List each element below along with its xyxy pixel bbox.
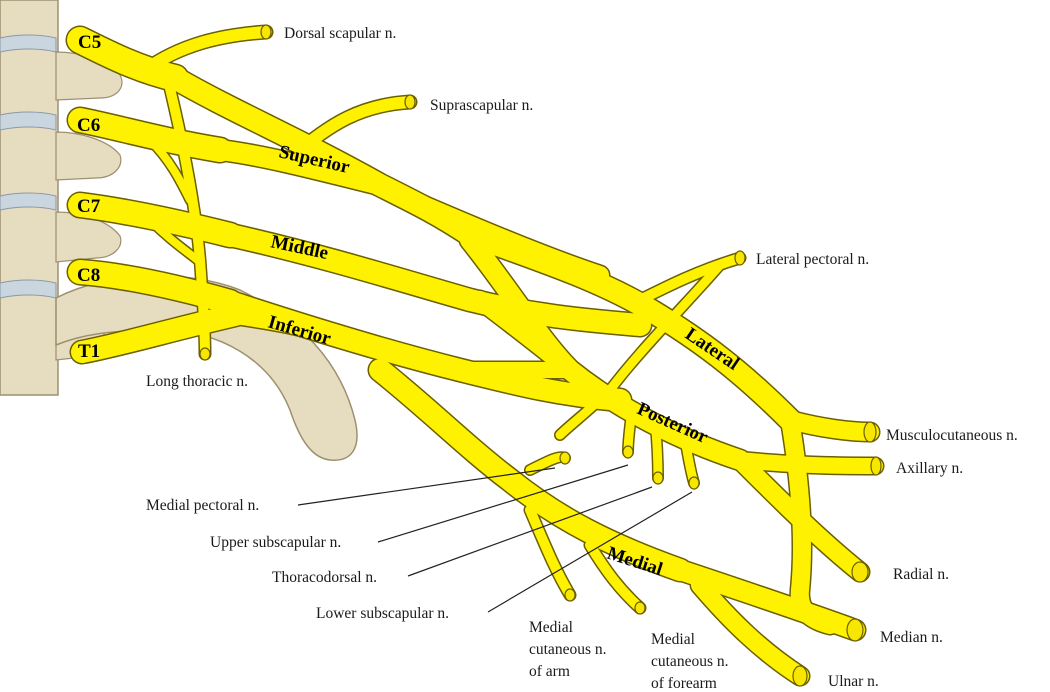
medial-pectoral-end — [559, 451, 571, 465]
median-lateral-root — [781, 411, 839, 634]
long-thoracic-c6 — [146, 136, 194, 204]
label-medial-pectoral: Medial pectoral n. — [146, 497, 259, 514]
leader-lower-subscapular — [487, 491, 693, 613]
long-thoracic-nerve — [163, 75, 210, 359]
musculocutaneous-end — [863, 421, 877, 443]
root-c6 — [68, 108, 232, 162]
label-upper-subscapular: Upper subscapular n. — [210, 534, 341, 551]
root-c8 — [68, 260, 242, 314]
lower-subscapular-end — [688, 476, 700, 490]
root-label-c8: C8 — [77, 265, 100, 286]
leader-thoracodorsal — [407, 486, 653, 577]
label-lower-subscapular: Lower subscapular n. — [316, 605, 449, 622]
label-radial: Radial n. — [893, 566, 949, 583]
label-thoracodorsal: Thoracodorsal n. — [272, 569, 377, 586]
leader-upper-subscapular — [377, 464, 629, 543]
branch-labels: Dorsal scapular n. Suprascapular n. Late… — [146, 25, 1018, 692]
upper-subscapular-end — [622, 445, 634, 459]
root-label-c7: C7 — [77, 196, 101, 217]
label-dorsal-scapular: Dorsal scapular n. — [284, 25, 396, 42]
radial-end — [851, 561, 869, 583]
t1-join — [226, 306, 339, 344]
long-thoracic-c7 — [146, 216, 204, 266]
suprascapular-nerve — [294, 96, 416, 156]
dorsal-scapular-end — [260, 24, 272, 40]
label-musculocutaneous: Musculocutaneous n. — [886, 427, 1018, 444]
lateral-pectoral-nerve — [635, 253, 745, 305]
root-labels: C5 C6 C7 C8 T1 — [77, 32, 101, 362]
axillary-end — [870, 456, 882, 476]
medial-cut-forearm-end — [634, 601, 646, 615]
long-thoracic-end — [199, 347, 211, 361]
medial-cut-arm-nerve — [525, 505, 575, 600]
root-c5 — [67, 27, 188, 91]
lateral-pectoral-end — [734, 250, 746, 266]
transverse-process-2 — [55, 131, 122, 181]
label-axillary: Axillary n. — [896, 460, 963, 477]
label-medial-cutaneous-arm-line2: cutaneous n. — [529, 641, 606, 658]
label-medial-cutaneous-forearm-line2: cutaneous n. — [651, 653, 728, 670]
ulnar-nerve — [691, 576, 809, 685]
leader-medial-pectoral — [297, 467, 556, 506]
label-medial-cutaneous-arm-line3: of arm — [529, 663, 570, 680]
nerve-network — [65, 24, 885, 687]
disc-2 — [0, 111, 57, 131]
label-long-thoracic: Long thoracic n. — [146, 373, 248, 390]
label-median: Median n. — [880, 629, 943, 646]
lateral-pectoral-loop — [555, 260, 725, 440]
leader-lines — [297, 464, 693, 613]
label-suprascapular: Suprascapular n. — [430, 97, 533, 114]
superior-to-lateral — [391, 186, 609, 284]
thoracodorsal-end — [652, 471, 664, 485]
medial-cord — [369, 359, 691, 581]
c6-join-superior — [210, 140, 390, 195]
root-c7 — [68, 193, 242, 247]
disc-4 — [0, 279, 57, 299]
label-ulnar: Ulnar n. — [828, 673, 879, 690]
thoracodorsal-nerve — [650, 415, 663, 483]
median-end — [846, 618, 864, 642]
medial-cut-arm-end — [564, 588, 576, 602]
root-label-c5: C5 — [78, 32, 101, 53]
label-lateral-pectoral: Lateral pectoral n. — [756, 251, 869, 268]
medial-cut-forearm-nerve — [585, 540, 645, 613]
dorsal-scapular-nerve — [139, 26, 272, 76]
suprascapular-end — [404, 94, 416, 110]
axillary-nerve — [732, 452, 883, 474]
label-medial-cutaneous-forearm-line1: Medial — [651, 631, 695, 648]
root-label-c6: C6 — [77, 115, 100, 136]
disc-1 — [0, 34, 57, 53]
disc-3 — [0, 192, 57, 211]
root-label-t1: T1 — [78, 341, 100, 362]
ulnar-end — [792, 665, 808, 687]
middle-trunk — [219, 224, 651, 336]
label-medial-cutaneous-forearm-line3: of forearm — [651, 675, 717, 692]
root-t1 — [71, 304, 246, 363]
label-medial-cutaneous-arm-line1: Medial — [529, 619, 573, 636]
